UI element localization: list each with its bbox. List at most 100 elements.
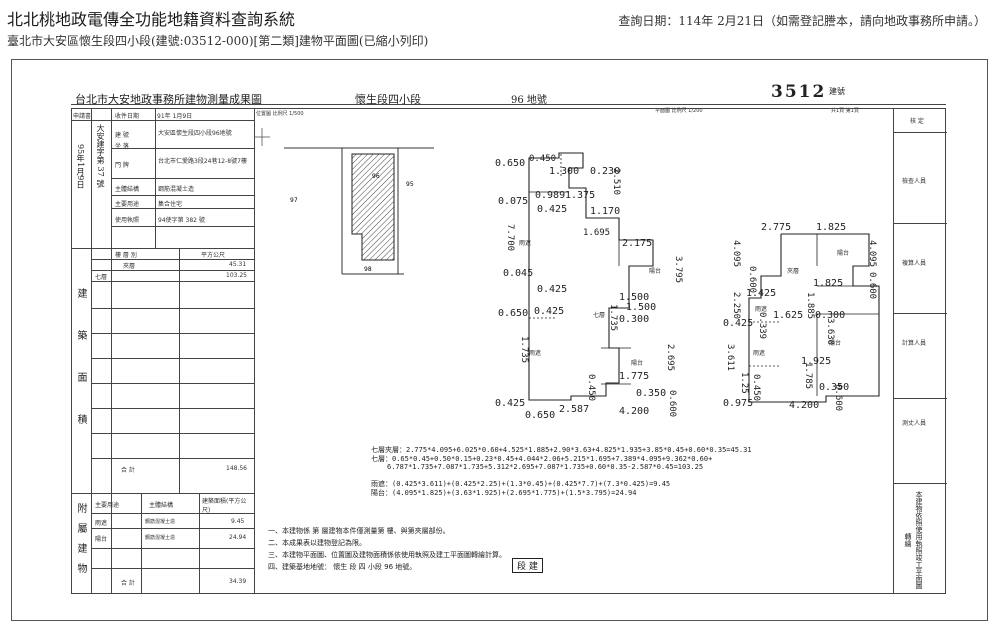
f7-dim-4: 0.230 bbox=[590, 166, 621, 177]
f7-label-4: 陽台 bbox=[631, 360, 644, 367]
mz-dim-7: 0.600 bbox=[867, 272, 877, 300]
f7-dim-11: 7.700 bbox=[505, 224, 515, 252]
f7-dim-12: 1.695 bbox=[583, 228, 611, 238]
calc-floor7-a: 七層：0.65*0.45+0.50*0.15+0.23*0.45+4.044*2… bbox=[371, 455, 713, 463]
f7-dim-18: 0.425 bbox=[537, 284, 568, 295]
annex-0-use: 雨遮 bbox=[95, 520, 108, 527]
check-label: 檢查人員 bbox=[902, 178, 927, 185]
calc-mezz: 七層夾層：2.775*4.095+6.025*0.60+4.525*1.885+… bbox=[371, 446, 752, 454]
address-value: 台北市仁愛路3段24巷12-8號7樓 bbox=[158, 158, 247, 165]
mz-dim-21: 4.200 bbox=[789, 400, 820, 411]
annex-header-struct: 主體結構 bbox=[149, 502, 174, 509]
right-column: 核 定 檢查人員 複算人員 計算人員 測丈人員 本建物依照使用執照竣工平面圖轉繪 bbox=[893, 108, 947, 594]
mz-dim-16: 3.611 bbox=[725, 344, 735, 372]
f7-dim-22: 0.425 bbox=[534, 306, 565, 317]
f7-dim-34: 4.200 bbox=[619, 406, 650, 417]
calc-floor7-b: 6.787*1.735+7.087*1.735+5.312*2.695+7.08… bbox=[387, 463, 704, 471]
row-label-2: 門 牌 bbox=[115, 162, 129, 169]
floor-0-area: 45.31 bbox=[229, 261, 247, 268]
f7-dim-16: 3.795 bbox=[673, 256, 683, 284]
left-table: 申請書 收件日期 91年 1月9日 建 號 坐 落 門 牌 主體結構 主要用途 … bbox=[71, 108, 255, 594]
underline-1 bbox=[71, 104, 946, 105]
f7-dim-29: 1.775 bbox=[619, 371, 650, 382]
approve-label: 核 定 bbox=[910, 118, 924, 125]
f7-dim-15: 0.045 bbox=[503, 268, 534, 279]
survey-label: 測丈人員 bbox=[902, 420, 927, 427]
vertical-date: 95年1月9日 bbox=[76, 144, 85, 189]
mz-dim-2: 4.095 bbox=[731, 240, 741, 268]
f7-dim-35: 0.350 bbox=[636, 388, 667, 399]
area-header-floor: 樓 層 別 bbox=[115, 252, 137, 259]
vertical-permit: 大安建字第 37 號 bbox=[96, 124, 105, 188]
f7-label-2: 七層 bbox=[593, 312, 606, 319]
scale-right: 平面圖 比例尺 1/200 bbox=[655, 108, 703, 114]
area-header-unit: 平方公尺 bbox=[201, 252, 226, 259]
mezzanine-plan bbox=[748, 233, 880, 403]
plan-sheet: 台北市大安地政事務所建物測量成果圖 懷生段四小段 96 地號 3512 建號 位… bbox=[71, 82, 947, 594]
page-info: 共1頁 第1頁 bbox=[831, 108, 859, 114]
site-lot-bottom: 98 bbox=[364, 266, 372, 273]
total-label: 合 計 bbox=[121, 467, 135, 474]
row-label-0: 建 號 bbox=[115, 132, 129, 139]
f7-dim-31: 0.650 bbox=[525, 410, 556, 421]
apply-label: 申請書 bbox=[73, 113, 92, 120]
row-label-3: 主體結構 bbox=[115, 186, 140, 193]
mz-label-4: 陽台 bbox=[829, 340, 842, 347]
section-label: 建築面積 bbox=[75, 288, 86, 456]
office-title: 台北市大安地政事務所建物測量成果圖 bbox=[75, 93, 262, 106]
page-title: 北北桃地政電傳全功能地籍資料查詢系統 bbox=[7, 10, 296, 29]
page-subtitle: 臺北市大安區懷生段四小段(建號:03512-000)[第二類]建物平面圖(已縮小… bbox=[7, 34, 429, 48]
date-value: 91年 1月9日 bbox=[157, 113, 193, 120]
f7-label-0: 雨遮 bbox=[519, 240, 532, 247]
f7-dim-28: 0.450 bbox=[586, 374, 596, 402]
f7-dim-23: 1.735 bbox=[608, 304, 618, 332]
f7-dim-6: 0.075 bbox=[498, 196, 529, 207]
stamp: 段 建 bbox=[512, 558, 543, 573]
mz-label-0: 夾層 bbox=[787, 268, 800, 275]
site-lot-left: 97 bbox=[290, 197, 298, 204]
f7-dim-19: 1.500 bbox=[619, 292, 650, 303]
query-date: 查詢日期：114年 2月21日（如需登記謄本，請向地政事務所申請。） bbox=[618, 14, 986, 28]
mz-dim-5: 4.095 bbox=[867, 240, 877, 268]
annex-1-struct: 鋼筋混凝土造 bbox=[145, 535, 176, 541]
annex-0-struct: 鋼筋混凝土造 bbox=[145, 519, 176, 525]
mz-dim-4: 1.825 bbox=[813, 278, 844, 289]
site-map: 96 95 97 98 bbox=[254, 128, 434, 275]
mz-dim-22: 0.600 bbox=[833, 384, 843, 412]
document-frame bbox=[11, 59, 988, 621]
location-value: 大安區懷生段四小段96地號 bbox=[158, 130, 232, 137]
scale-left: 位置圖 比例尺 1/500 bbox=[256, 111, 304, 117]
f7-dim-27: 2.695 bbox=[665, 344, 675, 372]
calc-rain: 雨遮：(0.425*3.611)+(0.425*2.25)+(1.3*0.45)… bbox=[371, 480, 671, 488]
f7-dim-32: 2.587 bbox=[559, 404, 590, 415]
f7-dim-25: 1.735 bbox=[519, 336, 529, 364]
f7-label-3: 雨遮 bbox=[529, 350, 542, 357]
section-name: 懷生段四小段 bbox=[355, 93, 421, 106]
f7-dim-21: 0.650 bbox=[498, 308, 529, 319]
f7-dim-8: 1.375 bbox=[565, 190, 596, 201]
f7-dim-7: 0.989 bbox=[535, 190, 566, 201]
mz-dim-9: 1.885 bbox=[805, 292, 815, 320]
mz-dim-17: 1.785 bbox=[803, 362, 813, 390]
f7-dim-1: 0.450 bbox=[529, 154, 557, 164]
permit-value: 94使字第 382 號 bbox=[158, 217, 205, 224]
f7-dim-9: 0.425 bbox=[537, 204, 568, 215]
recalc-label: 複算人員 bbox=[902, 260, 927, 267]
floor-0-name: 夾層 bbox=[123, 263, 136, 270]
annex-1-area: 24.94 bbox=[229, 534, 247, 541]
building-no: 3512 bbox=[771, 82, 827, 102]
mz-dim-14: 3.630 bbox=[825, 318, 835, 346]
mz-dim-0: 2.775 bbox=[761, 222, 792, 233]
row-label-4: 主要用途 bbox=[115, 201, 140, 208]
annex-total-value: 34.39 bbox=[229, 578, 247, 585]
mz-dim-11: 0.300 bbox=[815, 310, 846, 321]
mz-dim-8: 2.250 bbox=[731, 292, 741, 320]
mz-dim-18: 0.450 bbox=[751, 374, 761, 402]
floor-7-plan bbox=[528, 152, 654, 401]
f7-dim-2: 1.300 bbox=[549, 166, 580, 177]
mz-dim-6: 1.425 bbox=[746, 288, 777, 299]
site-lot-main: 96 bbox=[372, 173, 380, 180]
row-label-5: 使用執照 bbox=[115, 217, 140, 224]
note-1: 一、本建物係 第 層建物本件僅測量第 樓、與第夾層部份。 bbox=[268, 527, 450, 535]
annex-header-area: 建築面積(平方公尺) bbox=[202, 498, 247, 514]
